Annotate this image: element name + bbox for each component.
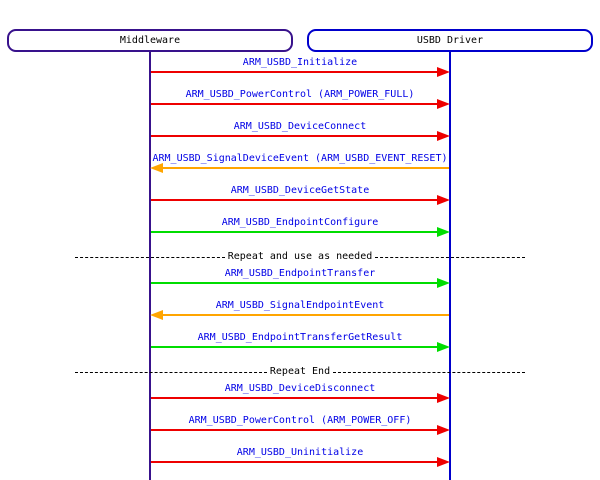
message-line [151,346,438,348]
message-line [163,314,449,316]
repeat-divider: Repeat End [75,364,525,380]
arrowhead-right-icon [437,195,450,205]
message-line [151,231,438,233]
message-line [151,429,438,431]
message-label[interactable]: ARM_USBD_DeviceGetState [230,185,370,196]
message-label[interactable]: ARM_USBD_SignalEndpointEvent [215,300,385,311]
divider-dash-left [75,256,225,258]
arrowhead-right-icon [437,227,450,237]
message-label[interactable]: ARM_USBD_EndpointTransfer [224,268,376,279]
message-label[interactable]: ARM_USBD_Initialize [242,57,358,68]
divider-label: Repeat End [266,365,334,379]
divider-dash-left [75,371,267,373]
message-label[interactable]: ARM_USBD_Uninitialize [236,447,364,458]
arrowhead-left-icon [150,310,163,320]
message-label[interactable]: ARM_USBD_EndpointConfigure [221,217,379,228]
lifeline-usbd-driver [449,50,451,480]
arrowhead-right-icon [437,99,450,109]
message-label[interactable]: ARM_USBD_DeviceDisconnect [224,383,376,394]
message-label[interactable]: ARM_USBD_SignalDeviceEvent (ARM_USBD_EVE… [152,153,448,164]
arrowhead-right-icon [437,393,450,403]
arrowhead-right-icon [437,425,450,435]
lifeline-middleware [149,50,151,480]
message-line [151,397,438,399]
actor-box-usbd-driver: USBD Driver [307,29,593,52]
divider-label: Repeat and use as needed [224,250,376,264]
arrowhead-right-icon [437,67,450,77]
message-line [151,199,438,201]
message-line [151,103,438,105]
message-line [151,135,438,137]
divider-dash-right [333,371,525,373]
message-line [151,461,438,463]
actor-label-usbd-driver: USBD Driver [416,35,484,46]
divider-dash-right [375,256,525,258]
arrowhead-right-icon [437,278,450,288]
arrowhead-right-icon [437,457,450,467]
message-label[interactable]: ARM_USBD_EndpointTransferGetResult [197,332,403,343]
message-label[interactable]: ARM_USBD_PowerControl (ARM_POWER_FULL) [185,89,415,100]
message-line [163,167,449,169]
arrowhead-right-icon [437,342,450,352]
arrowhead-right-icon [437,131,450,141]
actor-box-middleware: Middleware [7,29,293,52]
message-line [151,282,438,284]
message-line [151,71,438,73]
arrowhead-left-icon [150,163,163,173]
repeat-divider: Repeat and use as needed [75,249,525,265]
actor-label-middleware: Middleware [119,35,181,46]
message-label[interactable]: ARM_USBD_PowerControl (ARM_POWER_OFF) [188,415,412,426]
message-label[interactable]: ARM_USBD_DeviceConnect [233,121,367,132]
